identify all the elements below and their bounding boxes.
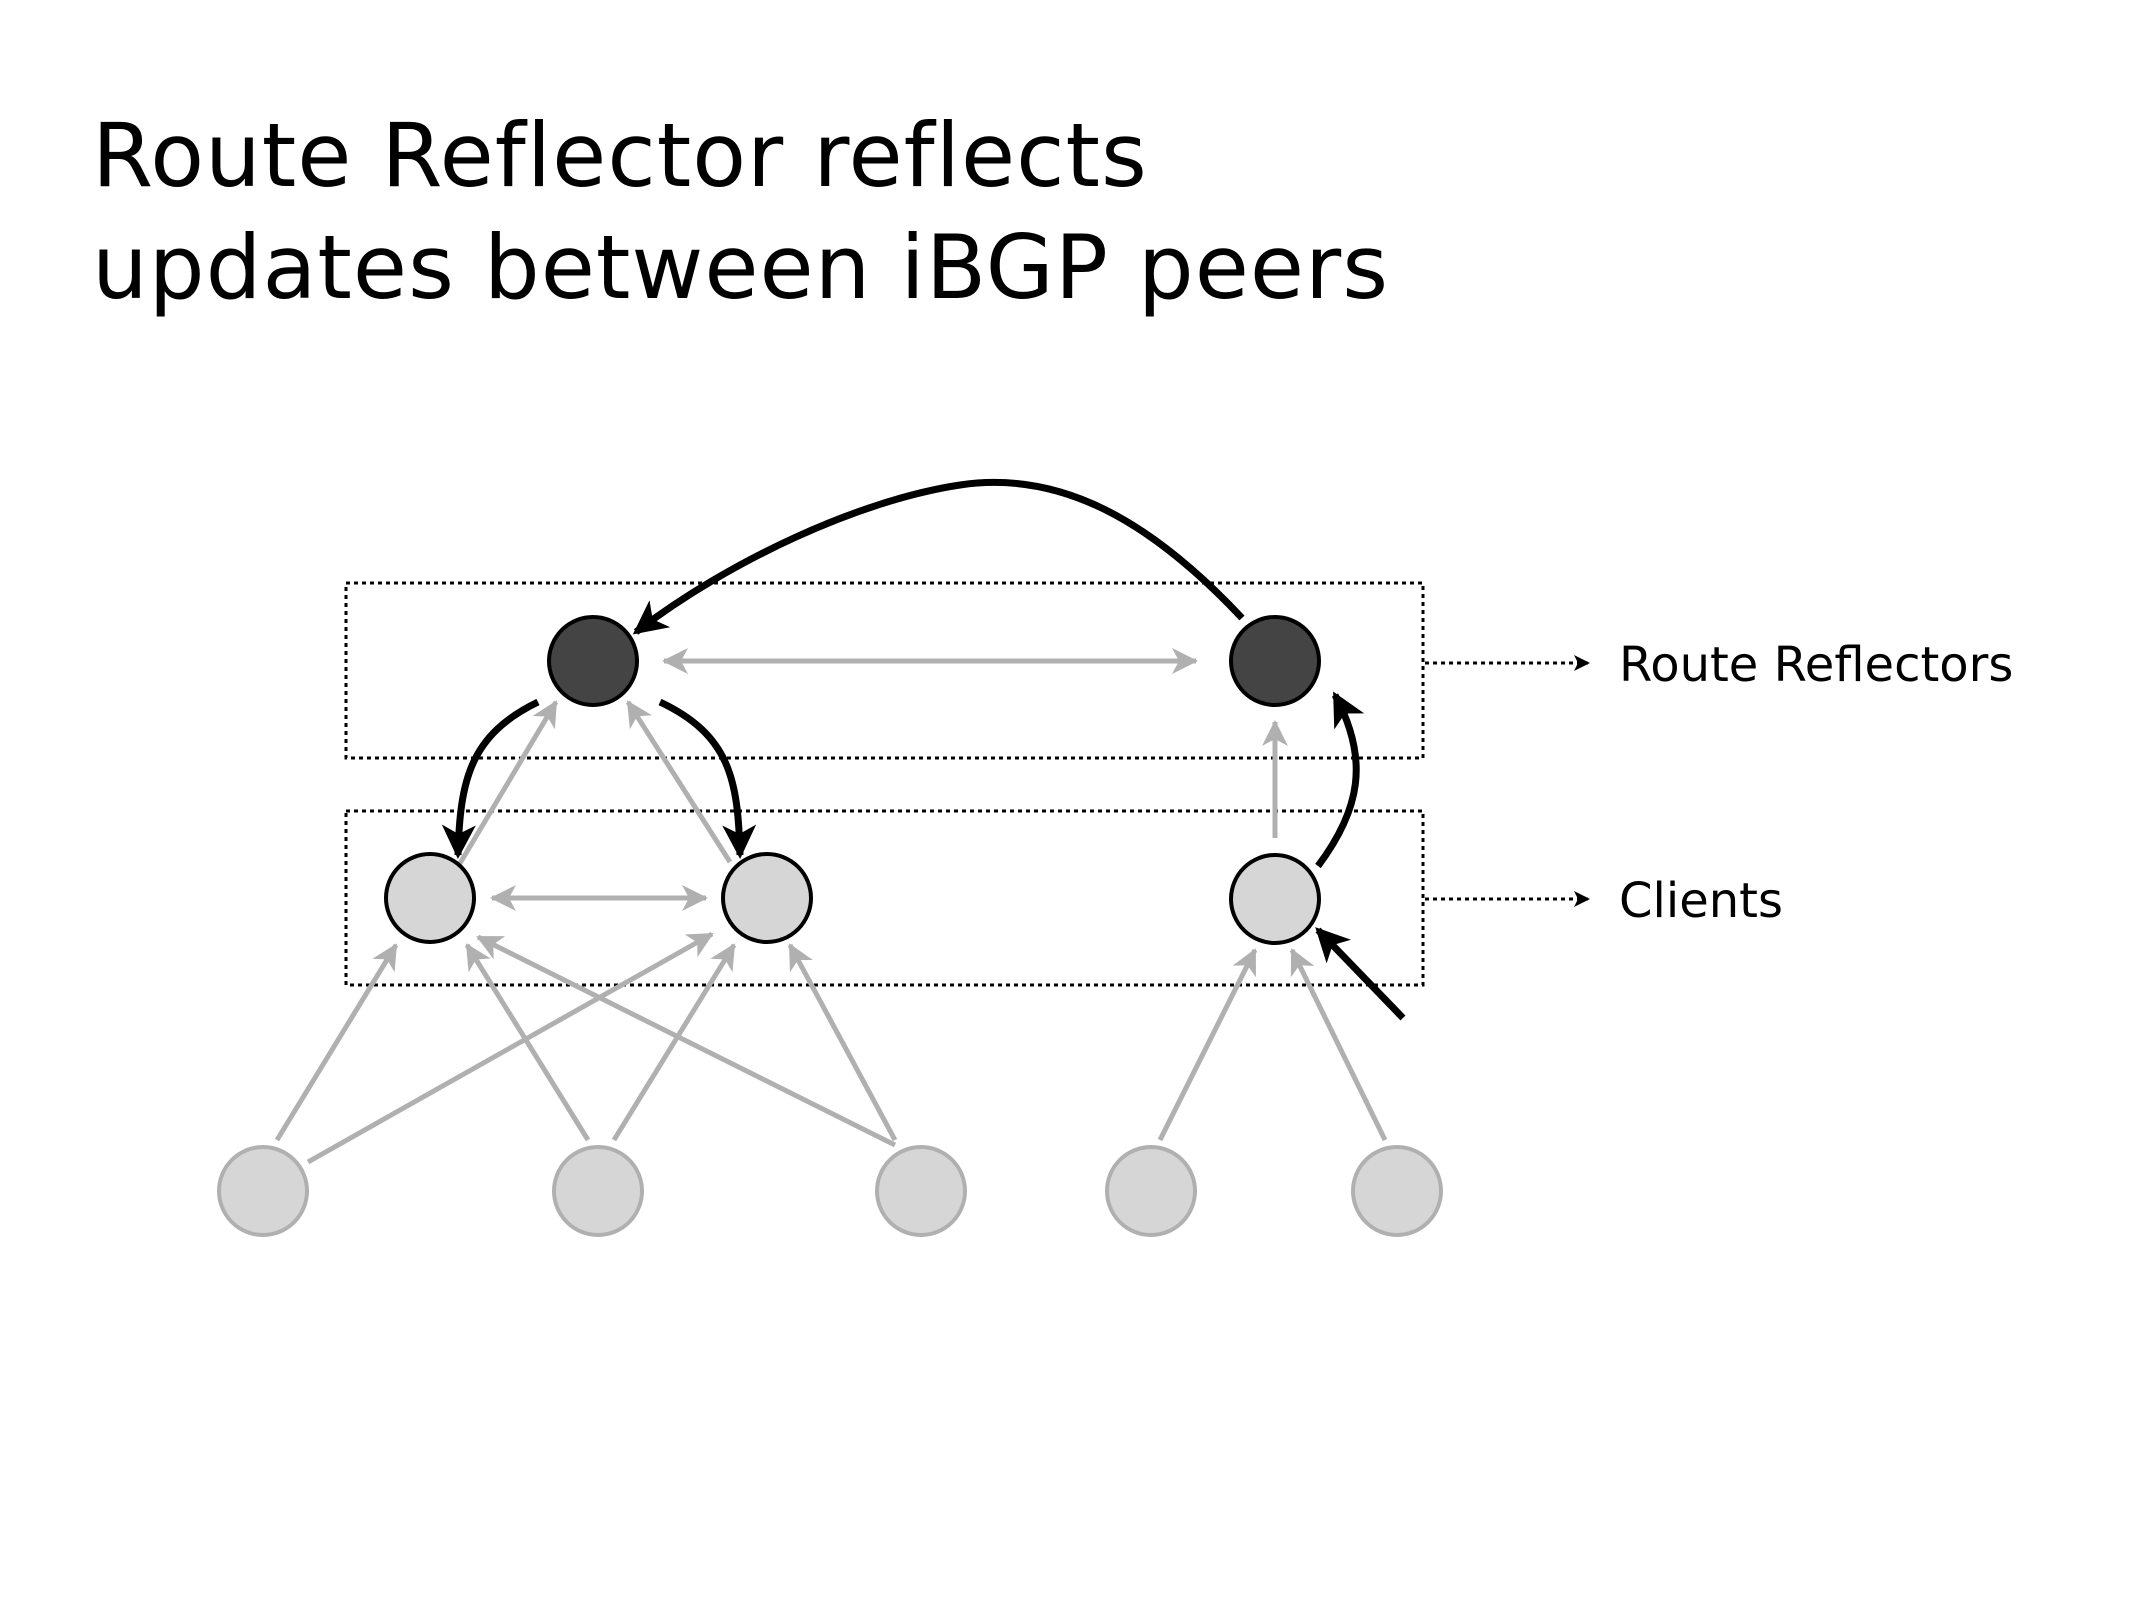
update-rr1-to-client1: [441, 698, 540, 859]
edge-peer3-client1: [476, 934, 897, 1148]
title-line-1: Route Reflector reflects: [92, 104, 1148, 207]
edge-client2-rr1: [625, 700, 733, 864]
edge-client1-rr1: [453, 700, 559, 872]
update-rr2-to-rr1: [632, 478, 1245, 635]
edge-peer2-client1: [464, 943, 591, 1142]
edge-peer1-client2: [306, 931, 714, 1165]
client-node-1: [384, 852, 476, 944]
title-line-2: updates between iBGP peers: [92, 216, 1390, 319]
client-node-2: [721, 852, 813, 944]
peer-node-3: [875, 1145, 967, 1237]
route-reflectors-label: Route Reflectors: [1619, 637, 2013, 693]
client-node-3: [1229, 853, 1321, 945]
update-client3-to-rr2: [1315, 691, 1365, 869]
route-reflector-node-2: [1229, 615, 1321, 707]
edge-peer1-client1: [274, 943, 399, 1142]
clients-label: Clients: [1619, 873, 1783, 929]
clients-group-box: [344, 809, 1425, 987]
reflected-update-path: [441, 478, 1406, 1021]
peer-node-2: [552, 1145, 644, 1237]
peer-node-5: [1351, 1145, 1443, 1237]
edge-peer2-client2: [611, 943, 737, 1142]
peer-node-4: [1105, 1145, 1197, 1237]
edge-peer3-client2: [787, 943, 898, 1142]
route-reflector-node-1: [547, 615, 639, 707]
slide-title: Route Reflector reflects updates between…: [92, 100, 1389, 324]
route-reflectors-group-box: [344, 581, 1425, 760]
update-incoming-arrow: [1315, 927, 1406, 1021]
edge-peer5-client3: [1289, 948, 1388, 1142]
peer-edges: [274, 648, 1388, 1165]
edge-peer4-client3: [1157, 948, 1258, 1142]
peer-node-1: [217, 1145, 309, 1237]
update-rr1-to-client2: [658, 698, 757, 859]
